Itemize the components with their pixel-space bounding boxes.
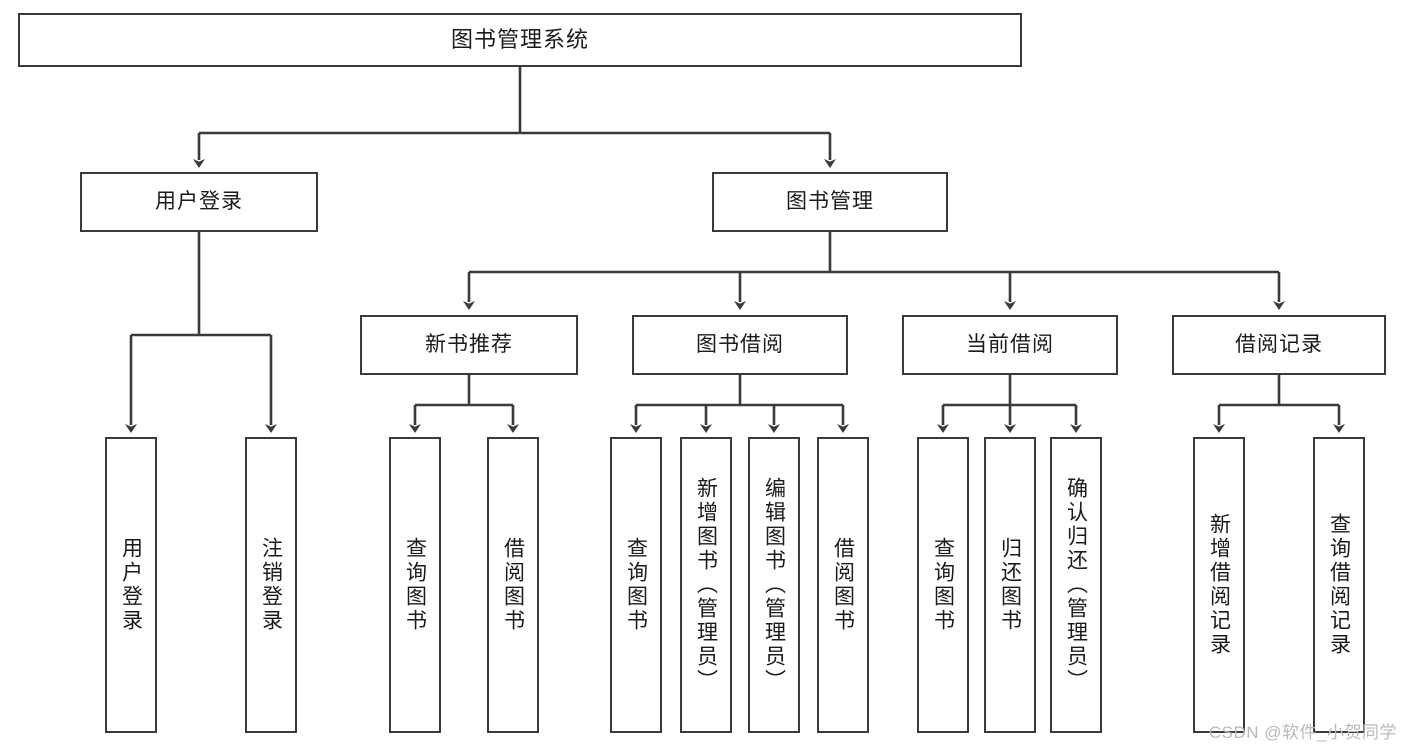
leaf-label: 注销登录 bbox=[259, 537, 283, 633]
leaf-label: 归还图书 bbox=[998, 537, 1022, 633]
leaf-label: 确认归还（管理员） bbox=[1064, 477, 1088, 693]
node-book-management-label: 图书管理 bbox=[786, 189, 874, 213]
node-current-borrow-label: 当前借阅 bbox=[966, 332, 1054, 356]
leaf-borrow-borrow[interactable]: 借阅图书 bbox=[817, 437, 869, 733]
leaf-borrow-query[interactable]: 查询图书 bbox=[610, 437, 662, 733]
leaf-label: 编辑图书（管理员） bbox=[762, 477, 786, 693]
leaf-label: 借阅图书 bbox=[501, 537, 525, 633]
leaf-label: 查询图书 bbox=[403, 537, 427, 633]
node-book-borrow-label: 图书借阅 bbox=[696, 332, 784, 356]
node-borrow-record-label: 借阅记录 bbox=[1235, 332, 1323, 356]
leaf-new-book-query[interactable]: 查询图书 bbox=[389, 437, 441, 733]
node-book-management[interactable]: 图书管理 bbox=[712, 172, 948, 232]
leaf-record-query[interactable]: 查询借阅记录 bbox=[1313, 437, 1365, 733]
node-root[interactable]: 图书管理系统 bbox=[18, 13, 1022, 67]
leaf-current-return[interactable]: 归还图书 bbox=[984, 437, 1036, 733]
node-borrow-record[interactable]: 借阅记录 bbox=[1172, 315, 1386, 375]
node-user-login-label: 用户登录 bbox=[155, 189, 243, 213]
leaf-label: 查询借阅记录 bbox=[1327, 513, 1351, 657]
node-new-book-recommend-label: 新书推荐 bbox=[425, 332, 513, 356]
node-book-borrow[interactable]: 图书借阅 bbox=[632, 315, 848, 375]
leaf-current-query[interactable]: 查询图书 bbox=[917, 437, 969, 733]
leaf-user-login-login[interactable]: 用户登录 bbox=[105, 437, 157, 733]
leaf-label: 新增借阅记录 bbox=[1207, 513, 1231, 657]
leaf-new-book-borrow[interactable]: 借阅图书 bbox=[487, 437, 539, 733]
leaf-label: 借阅图书 bbox=[831, 537, 855, 633]
leaf-label: 用户登录 bbox=[119, 537, 143, 633]
leaf-label: 新增图书（管理员） bbox=[694, 477, 718, 693]
leaf-label: 查询图书 bbox=[624, 537, 648, 633]
leaf-current-confirm-return-admin[interactable]: 确认归还（管理员） bbox=[1050, 437, 1102, 733]
leaf-borrow-edit-admin[interactable]: 编辑图书（管理员） bbox=[748, 437, 800, 733]
node-new-book-recommend[interactable]: 新书推荐 bbox=[360, 315, 578, 375]
leaf-user-login-logout[interactable]: 注销登录 bbox=[245, 437, 297, 733]
leaf-label: 查询图书 bbox=[931, 537, 955, 633]
leaf-record-add[interactable]: 新增借阅记录 bbox=[1193, 437, 1245, 733]
node-user-login[interactable]: 用户登录 bbox=[80, 172, 318, 232]
node-root-label: 图书管理系统 bbox=[450, 27, 589, 53]
node-current-borrow[interactable]: 当前借阅 bbox=[902, 315, 1118, 375]
leaf-borrow-add-admin[interactable]: 新增图书（管理员） bbox=[680, 437, 732, 733]
